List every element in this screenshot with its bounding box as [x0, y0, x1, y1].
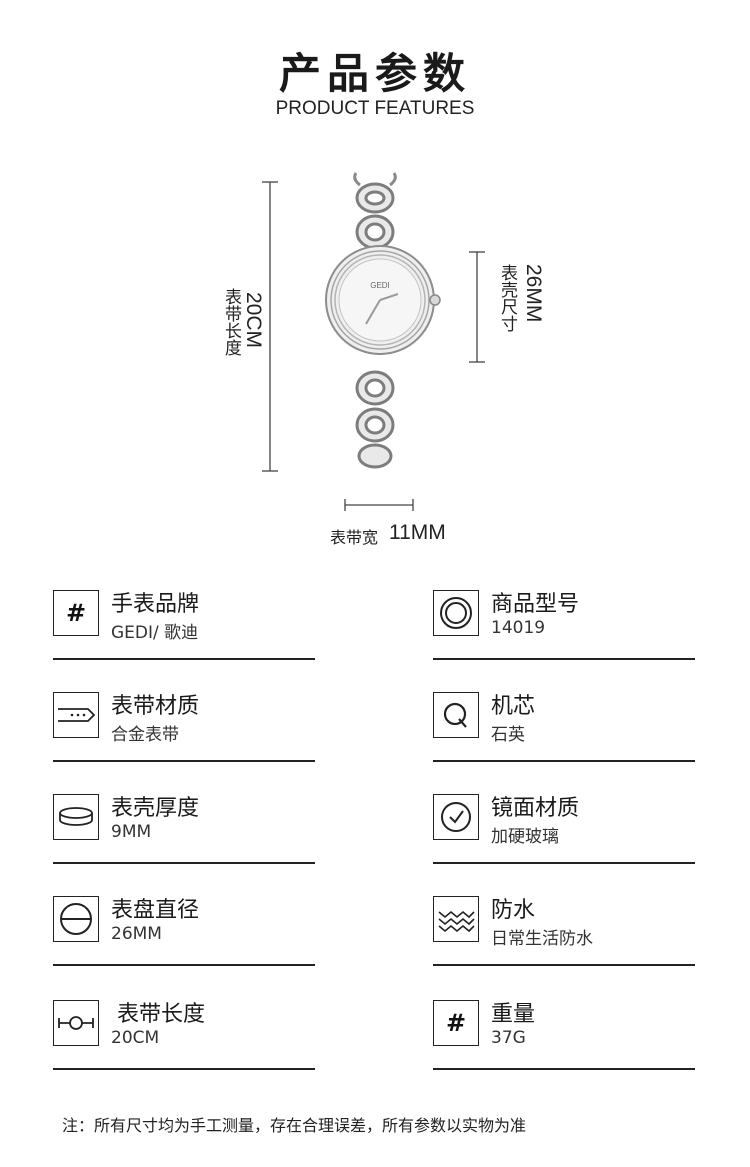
band-length-icon — [53, 1000, 99, 1046]
spec-value: 合金表带 — [111, 725, 179, 745]
case-size-dim-value: 26MM — [522, 264, 545, 323]
spec-value: GEDI/ 歌迪 — [111, 623, 199, 643]
quartz-q-icon — [433, 692, 479, 738]
spec-label: 镜面材质 — [491, 796, 580, 821]
spec-value: 20CM — [111, 1028, 160, 1048]
spec-value: 日常生活防水 — [491, 929, 593, 949]
spec-band-length: 表带长度 20CM — [53, 1000, 315, 1070]
spec-label: 手表品牌 — [111, 592, 200, 617]
case-thickness-icon — [53, 794, 99, 840]
footnote: 注：所有尺寸均为手工测量，存在合理误差，所有参数以实物为准 — [62, 1116, 527, 1135]
dial-diameter-icon — [53, 896, 99, 942]
clock-face-icon — [433, 794, 479, 840]
water-waves-icon — [433, 896, 479, 942]
band-width-dim-value: 11MM — [389, 521, 446, 544]
spec-glass-material: 镜面材质 加硬玻璃 — [433, 794, 695, 864]
hash-icon: # — [53, 590, 99, 636]
spec-band-material: 表带材质 合金表带 — [53, 692, 315, 762]
band-length-dimension-line — [262, 181, 278, 472]
watch-bracelet-top — [353, 172, 397, 250]
watch-dimension-diagram: GEDI — [262, 172, 485, 511]
band-length-dim-label: 表带长度 — [221, 288, 241, 356]
strap-icon — [53, 692, 99, 738]
spec-label: 防水 — [491, 898, 536, 923]
spec-brand: # 手表品牌 GEDI/ 歌迪 — [53, 590, 315, 660]
band-width-dimension-line — [344, 499, 414, 511]
spec-label: 重量 — [491, 1002, 536, 1027]
spec-label: 表壳厚度 — [111, 796, 200, 821]
spec-value: 14019 — [491, 618, 546, 638]
page-subtitle: PRODUCT FEATURES — [275, 98, 475, 119]
spec-value: 37G — [491, 1028, 526, 1048]
spec-label: 表带长度 — [117, 1002, 206, 1027]
spec-case-thickness: 表壳厚度 9MM — [53, 794, 315, 864]
spec-movement: 机芯 石英 — [433, 692, 695, 762]
spec-model: 商品型号 14019 — [433, 590, 695, 660]
spec-label: 商品型号 — [491, 592, 580, 617]
watch-bracelet-bottom — [355, 370, 395, 469]
spec-label: 表带材质 — [111, 694, 200, 719]
page-title: 产品参数 — [278, 49, 471, 98]
band-width-dim-label: 表带宽 — [330, 528, 379, 547]
spec-value: 石英 — [491, 725, 525, 745]
spec-value: 26MM — [111, 924, 162, 944]
spec-value: 加硬玻璃 — [491, 827, 559, 847]
spec-dial-diameter: 表盘直径 26MM — [53, 896, 315, 966]
case-size-dim-label: 表壳尺寸 — [497, 264, 517, 332]
spec-value: 9MM — [111, 822, 152, 842]
spec-water-resistance: 防水 日常生活防水 — [433, 896, 695, 966]
case-size-dimension-line — [469, 251, 485, 363]
concentric-circles-icon — [433, 590, 479, 636]
band-length-dim-value: 20CM — [242, 292, 265, 349]
hash-icon: # — [433, 1000, 479, 1046]
spec-label: 机芯 — [491, 694, 536, 719]
watch-case — [325, 245, 441, 355]
spec-label: 表盘直径 — [111, 898, 200, 923]
spec-weight: # 重量 37G — [433, 1000, 695, 1070]
watch-brand-mark: GEDI — [370, 281, 390, 290]
